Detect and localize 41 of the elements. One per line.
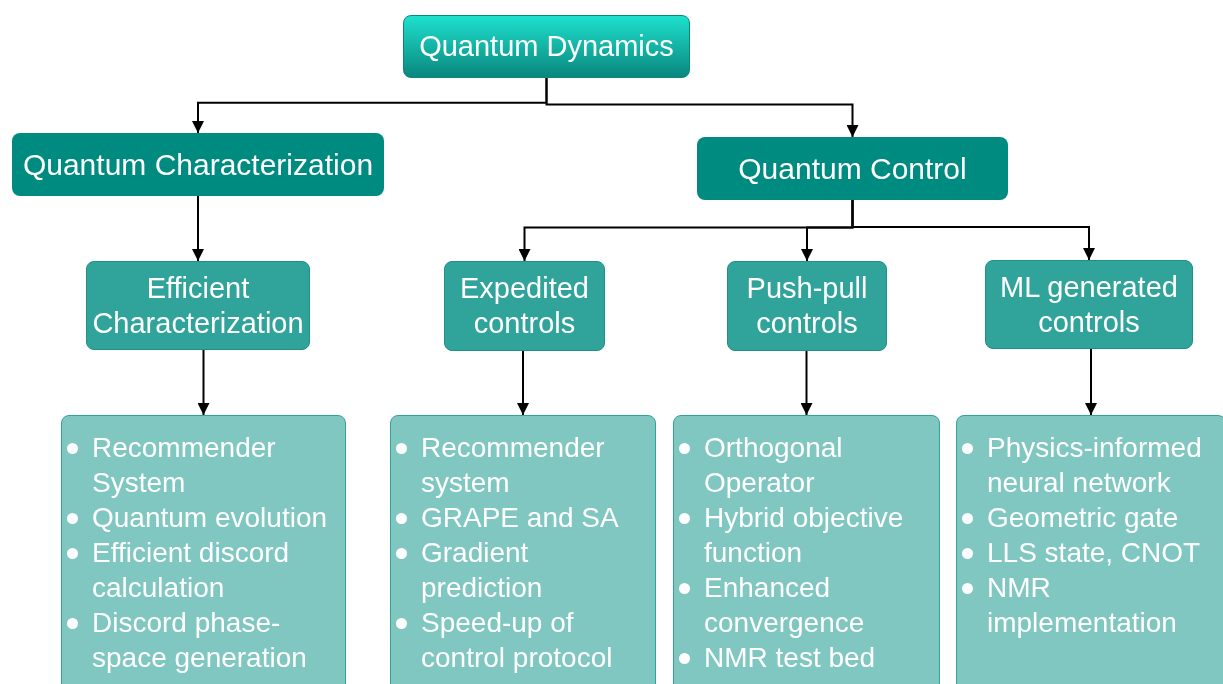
method-box [727, 261, 887, 351]
box-label: Quantum Dynamics [419, 29, 674, 64]
bullet-list-box [390, 415, 656, 684]
box-label: Efficient Characterization [91, 270, 305, 341]
bullet-text: LLS state, CNOT [987, 537, 1201, 568]
bullet-text: NMR implementation [987, 572, 1177, 638]
bullet-list-box [956, 415, 1223, 684]
bullet-text: Recommender system [421, 432, 605, 498]
bullet-text: Enhanced convergence [704, 572, 865, 638]
bullet-list-box [673, 415, 940, 684]
bullet-list-box [61, 415, 346, 684]
box-label: ML generated controls [999, 269, 1179, 340]
bullet-text: Geometric gate [987, 502, 1179, 533]
box-label: Quantum Characterization [22, 147, 374, 182]
bullet-text: Physics-informed neural network [987, 432, 1202, 498]
method-box [985, 260, 1193, 349]
box-label: Quantum Control [738, 151, 967, 186]
connector-arrow [851, 199, 1095, 261]
connector-arrow [517, 350, 529, 416]
connector-arrow [800, 350, 813, 416]
bullet-text: Speed-up of control protocol [421, 607, 613, 673]
connector-arrow [545, 77, 859, 138]
method-box [86, 261, 310, 350]
bullet-text: Discord phase-space generation [92, 607, 307, 673]
topic-box [403, 15, 690, 78]
bullet-text: Gradient prediction [421, 537, 543, 603]
bullet-text: GRAPE and SA [421, 502, 619, 533]
method-box [444, 261, 605, 351]
bullet-text: NMR test bed [704, 642, 876, 673]
bullet-text: Orthogonal Operator [704, 432, 843, 498]
bullet-text: Hybrid objective function [704, 502, 904, 568]
branch-box [12, 133, 384, 196]
connector-arrow [192, 195, 204, 262]
box-label: Expedited controls [459, 271, 590, 341]
branch-box [697, 137, 1008, 200]
connector-arrow [197, 349, 210, 416]
bullet-text: Recommender System [92, 432, 276, 498]
bullet-text: Quantum evolution [92, 502, 328, 533]
box-label: Push-pull controls [745, 271, 869, 341]
bullet-text: Efficient discord calculation [92, 537, 290, 603]
connector-arrow [1085, 348, 1097, 416]
